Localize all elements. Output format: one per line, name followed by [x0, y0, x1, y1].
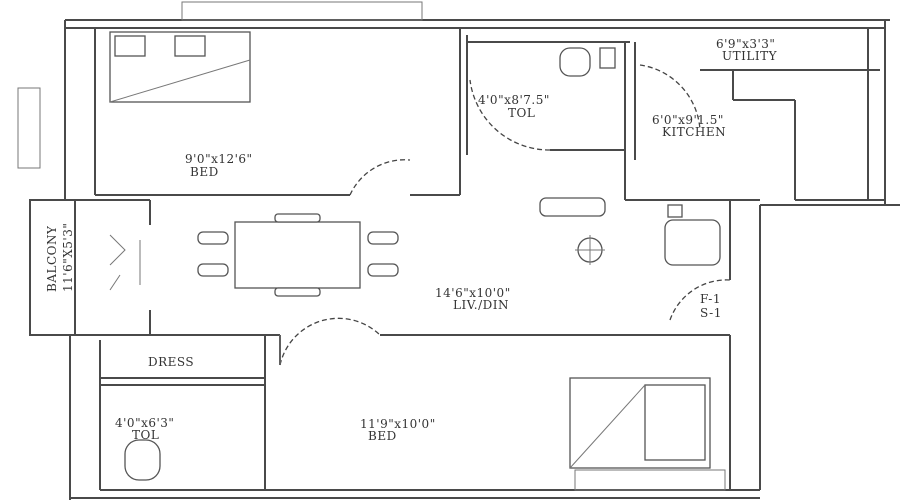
balcony-name: BALCONY [45, 225, 59, 292]
kitchen-name: KITCHEN [662, 125, 726, 139]
unit-number: S-1 [700, 306, 722, 320]
wash-basin-icon [124, 439, 161, 481]
toilet-icon [559, 47, 616, 77]
bed-icon [109, 31, 251, 103]
toilet1-size: 4'0"x8'7.5" [478, 93, 550, 107]
door-swings [279, 64, 731, 366]
bed1-name: BED [190, 165, 219, 179]
balcony-size: 11'6"X5'3" [61, 223, 75, 292]
bed1-size: 9'0"x12'6" [185, 152, 253, 166]
living-name: LIV./DIN [453, 298, 509, 312]
utility-size: 6'9"x3'3" [716, 37, 775, 51]
toilet2-name: TOL [132, 428, 159, 442]
toilet1-name: TOL [508, 106, 535, 120]
dress-name: DRESS [148, 355, 194, 369]
dining-table-icon [197, 213, 399, 297]
coffee-table-icon [575, 235, 605, 265]
floor-number: F-1 [700, 292, 721, 306]
kitchen-size: 6'0"x9'1.5" [652, 113, 724, 127]
bed2-name: BED [368, 429, 397, 443]
bed-icon [569, 377, 711, 469]
balcony-rail-icon [109, 234, 141, 291]
walls [17, 1, 900, 500]
utility-name: UTILITY [722, 49, 778, 63]
room-labels: 9'0"x12'6" BED 4'0"x8'7.5" TOL 6'9"x3'3"… [45, 37, 778, 443]
furniture [109, 31, 721, 481]
bed2-size: 11'9"x10'0" [360, 417, 436, 431]
living-size: 14'6"x10'0" [435, 286, 511, 300]
sofa-icon [539, 197, 721, 266]
toilet2-size: 4'0"x6'3" [115, 416, 174, 430]
